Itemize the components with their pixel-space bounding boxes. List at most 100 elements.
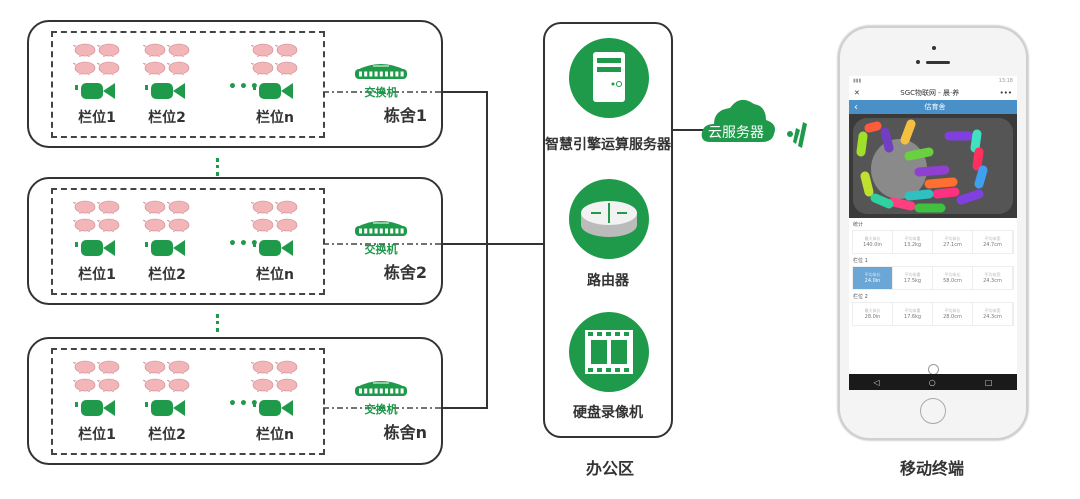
wireless-signal-icon — [787, 122, 807, 148]
pig-group-icon — [142, 358, 191, 394]
app-title: SGC物联网 - 晨·养 — [900, 89, 960, 97]
camera-icon — [251, 238, 299, 258]
mobile-phone: ▮▮▮13:18 ✕ SGC物联网 - 晨·养 ••• ‹ 估育舍 — [838, 26, 1028, 440]
home-button[interactable] — [920, 398, 946, 424]
camera-icon — [251, 398, 299, 418]
barn-label: 栋舍1 — [383, 106, 427, 125]
pen: 栏位1 — [65, 358, 125, 448]
pen: 栏位n — [243, 41, 303, 131]
stats-section-title: 栏位 2 — [853, 294, 868, 300]
switch-label: 交换机 — [364, 86, 398, 99]
cloud-icon — [701, 99, 775, 142]
pen-label: 栏位n — [256, 267, 294, 283]
barn-label: 栋舍n — [383, 423, 427, 442]
pig-detection-video[interactable] — [849, 114, 1017, 218]
stats-section-title: 统计 — [853, 222, 864, 228]
pen-label: 栏位2 — [148, 110, 186, 126]
pen-label: 栏位n — [256, 427, 294, 443]
close-icon[interactable]: ✕ — [854, 89, 860, 97]
switch-icon: 交换机 — [349, 217, 413, 259]
pen: 栏位2 — [135, 198, 195, 288]
pen-label: 栏位1 — [78, 427, 116, 443]
pig-group-icon — [250, 41, 299, 77]
switch-label: 交换机 — [364, 403, 398, 416]
camera-icon — [73, 238, 121, 258]
pig-group-icon — [142, 41, 191, 77]
pen-label: 栏位1 — [78, 110, 116, 126]
camera-icon — [251, 81, 299, 101]
barn-trunk-line — [443, 91, 488, 409]
pig-group-icon — [250, 358, 299, 394]
camera-icon — [143, 238, 191, 258]
pig-group-icon — [72, 198, 121, 234]
barn-label: 栋舍2 — [383, 263, 427, 282]
nvr-label: 硬盘录像机 — [573, 405, 643, 421]
barn-continuation-dots — [216, 314, 223, 332]
pen-group: 栏位1 栏位2 栏位n ••• — [51, 31, 325, 138]
office-area: 智慧引擎运算服务器 路由器 硬盘录像机 — [543, 22, 673, 438]
pen: 栏位n — [243, 358, 303, 448]
back-nav-icon[interactable]: ◁ — [873, 377, 880, 387]
phone-camera — [932, 46, 936, 50]
home-nav-icon[interactable]: ○ — [928, 377, 936, 387]
switch-icon: 交换机 — [349, 60, 413, 102]
android-nav-bar: ◁ ○ □ — [849, 374, 1017, 390]
status-bar: ▮▮▮13:18 — [853, 78, 1013, 84]
stats-section-title: 栏位 1 — [853, 258, 868, 264]
pen: 栏位1 — [65, 198, 125, 288]
camera-icon — [73, 398, 121, 418]
back-icon[interactable]: ‹ — [854, 101, 858, 113]
camera-icon — [143, 81, 191, 101]
pen-label: 栏位n — [256, 110, 294, 126]
pig-group-icon — [72, 358, 121, 394]
cloud-label: 云服务器 — [708, 125, 764, 141]
pig-group-icon — [142, 198, 191, 234]
pig-group-icon — [72, 41, 121, 77]
page-title: 估育舍 — [924, 103, 946, 111]
app-navbar: ✕ SGC物联网 - 晨·养 ••• — [849, 86, 1017, 100]
ellipsis: ••• — [228, 396, 261, 412]
phone-speaker — [926, 61, 950, 64]
recents-nav-icon[interactable]: □ — [984, 377, 993, 387]
barn-1: 栏位1 栏位2 栏位n ••• 交换机栋舍1 — [27, 20, 443, 148]
ellipsis: ••• — [228, 236, 261, 252]
more-icon[interactable]: ••• — [999, 89, 1012, 97]
server-label: 智慧引擎运算服务器 — [545, 137, 671, 153]
pen-group: 栏位1 栏位2 栏位n ••• — [51, 348, 325, 455]
phone-screen: ▮▮▮13:18 ✕ SGC物联网 - 晨·养 ••• ‹ 估育舍 — [849, 76, 1017, 390]
phone-sensor — [916, 60, 920, 64]
server-icon — [569, 38, 649, 118]
router-label: 路由器 — [587, 273, 629, 289]
pen: 栏位2 — [135, 358, 195, 448]
barn-2: 栏位1 栏位2 栏位n ••• 交换机栋舍2 — [27, 177, 443, 305]
page-header: ‹ 估育舍 — [849, 100, 1017, 114]
pen-group: 栏位1 栏位2 栏位n ••• — [51, 188, 325, 295]
mobile-caption: 移动终端 — [900, 459, 965, 478]
pen: 栏位1 — [65, 41, 125, 131]
barn-continuation-dots — [216, 158, 223, 176]
camera-icon — [73, 81, 121, 101]
pen: 栏位n — [243, 198, 303, 288]
pig-group-icon — [250, 198, 299, 234]
pen: 栏位2 — [135, 41, 195, 131]
pen-label: 栏位1 — [78, 267, 116, 283]
ellipsis: ••• — [228, 79, 261, 95]
pen-label: 栏位2 — [148, 267, 186, 283]
barn-3: 栏位1 栏位2 栏位n ••• 交换机栋舍n — [27, 337, 443, 465]
